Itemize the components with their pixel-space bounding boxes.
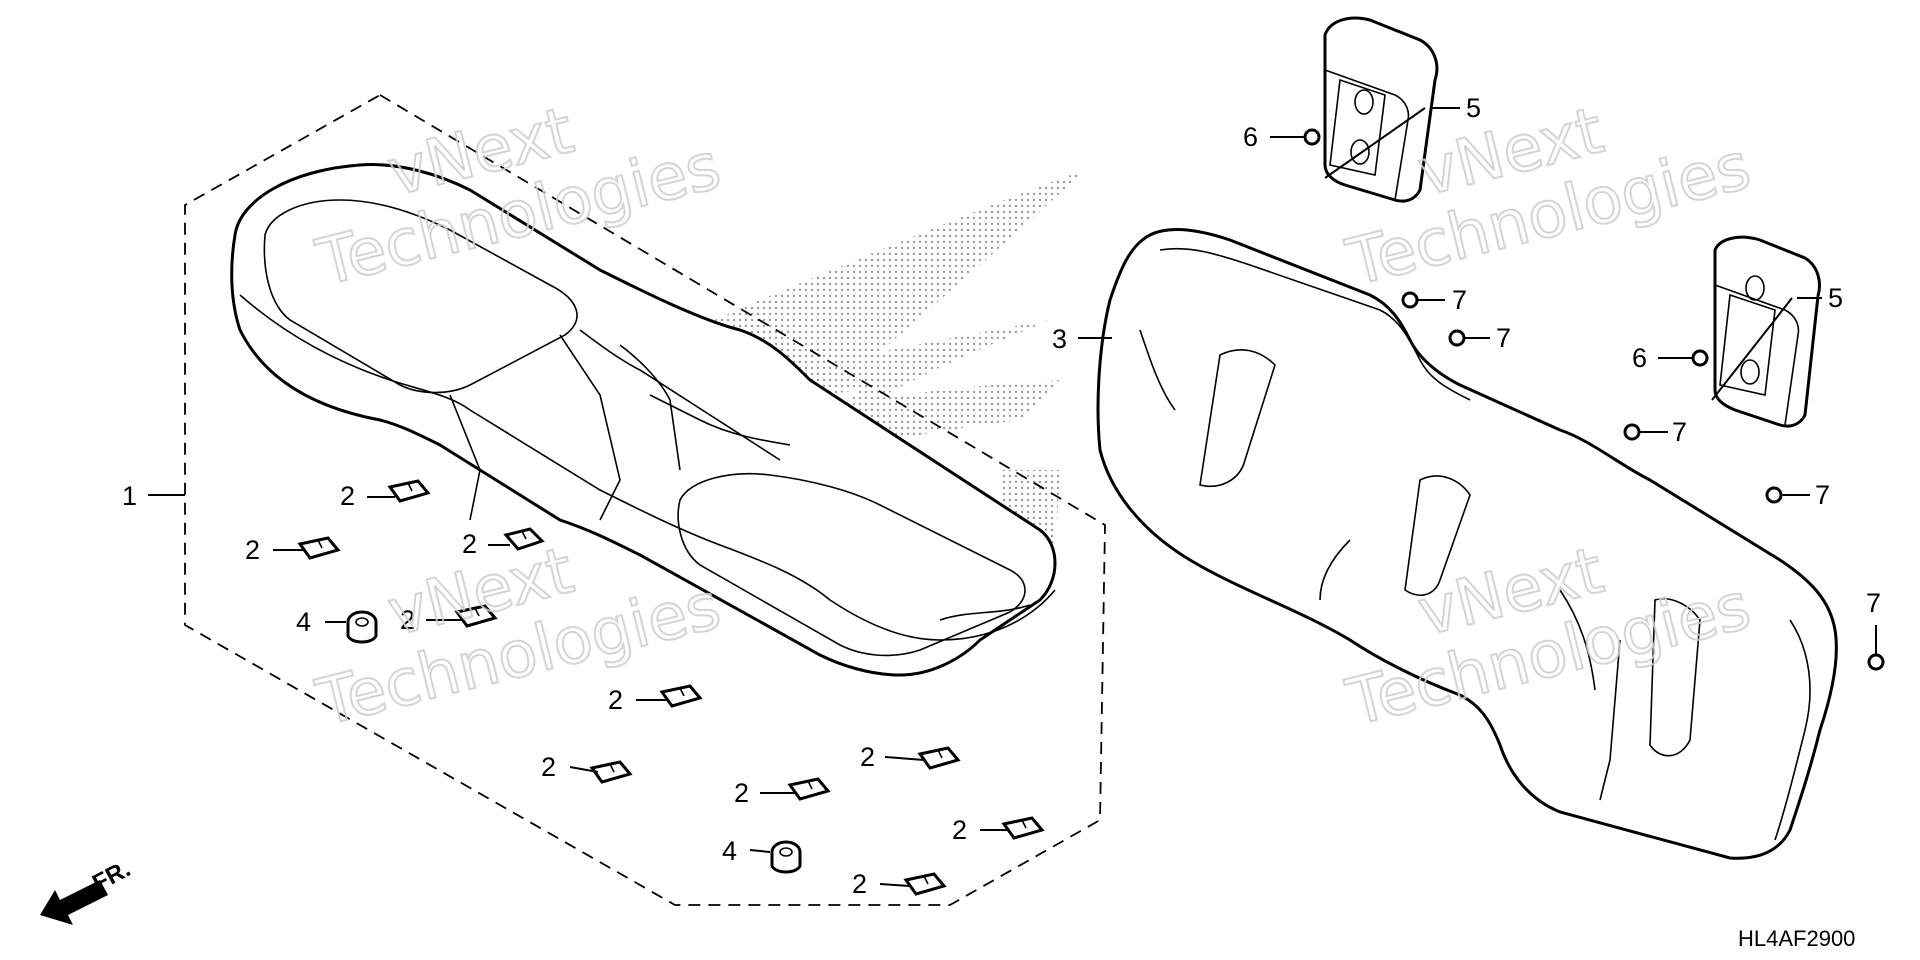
- seat-cushion: [230, 163, 1057, 677]
- callout-7: 7: [1815, 480, 1830, 510]
- nut: [1623, 423, 1641, 441]
- callout-2: 2: [860, 742, 875, 772]
- callout-2: 2: [340, 481, 355, 511]
- grommet: [770, 840, 802, 874]
- callouts: 1 2 2 2 2 2 2 2 2 2 2 2 3 4 4 5 5 6 6 7 …: [122, 93, 1881, 899]
- clip: [454, 604, 498, 628]
- headrest-lower: [1713, 235, 1821, 428]
- callout-2: 2: [608, 685, 623, 715]
- nut: [1867, 653, 1885, 671]
- clip: [387, 479, 431, 503]
- nut: [1691, 349, 1709, 367]
- clip: [297, 536, 341, 560]
- callout-1: 1: [122, 481, 137, 511]
- callout-2: 2: [245, 535, 260, 565]
- nut: [1765, 486, 1783, 504]
- nut: [1448, 329, 1466, 347]
- leader-lines: [148, 107, 1877, 887]
- nut: [1303, 128, 1321, 146]
- nut: [1401, 291, 1419, 309]
- callout-7: 7: [1672, 417, 1687, 447]
- callout-5: 5: [1466, 93, 1481, 123]
- callout-2: 2: [400, 605, 415, 635]
- callout-4: 4: [296, 607, 311, 637]
- callout-6: 6: [1632, 343, 1647, 373]
- seat-back: [1096, 228, 1838, 860]
- grommet: [346, 610, 378, 644]
- clip: [917, 746, 961, 770]
- callout-3: 3: [1052, 324, 1067, 354]
- callout-7: 7: [1496, 323, 1511, 353]
- clip: [503, 527, 545, 551]
- clip: [659, 684, 703, 708]
- callout-2: 2: [952, 815, 967, 845]
- callout-5: 5: [1828, 283, 1843, 313]
- callout-6: 6: [1243, 122, 1258, 152]
- clip: [787, 777, 831, 801]
- callout-2: 2: [541, 752, 556, 782]
- callout-2: 2: [734, 778, 749, 808]
- front-direction-arrow: FR.: [40, 855, 135, 925]
- callout-2: 2: [852, 869, 867, 899]
- callout-4: 4: [722, 836, 737, 866]
- callout-7: 7: [1452, 285, 1467, 315]
- nut-group: [1303, 128, 1885, 671]
- callout-7: 7: [1866, 588, 1881, 618]
- clip: [589, 760, 633, 784]
- diagram-code: HL4AF2900: [1738, 926, 1855, 951]
- clip: [1001, 816, 1045, 840]
- assembly-boundary: [184, 94, 1106, 906]
- headrest-upper: [1323, 16, 1439, 203]
- callout-2: 2: [462, 529, 477, 559]
- clip: [903, 872, 947, 896]
- clip-group: [297, 479, 1045, 896]
